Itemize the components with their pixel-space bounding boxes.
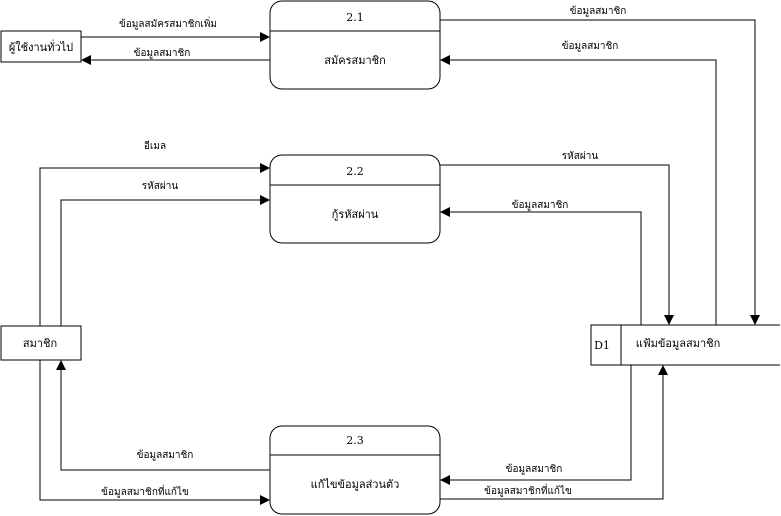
entity-general-user-label: ผู้ใช้งานทั่วไป xyxy=(9,39,73,54)
flow-member-to-p3-label: ข้อมูลสมาชิกที่แก้ไข xyxy=(101,484,189,498)
flow-user-to-p1: ข้อมูลสมัครสมาชิกเพิ่ม xyxy=(81,16,270,42)
flow-p2-to-ds: รหัสผ่าน xyxy=(440,151,674,325)
flow-p1-to-ds-label: ข้อมูลสมาชิก xyxy=(570,5,627,17)
flow-p3-to-member-label: ข้อมูลสมาชิก xyxy=(137,449,194,461)
process-2-2-id: 2.2 xyxy=(346,165,364,178)
process-2-2: 2.2 กู้รหัสผ่าน xyxy=(269,154,441,244)
entity-general-user: ผู้ใช้งานทั่วไป xyxy=(0,30,82,63)
flow-p3-to-ds: ข้อมูลสมาชิกที่แก้ไข xyxy=(440,365,668,500)
process-2-3-id: 2.3 xyxy=(346,434,364,447)
process-2-1: 2.1 สมัครสมาชิก xyxy=(269,0,441,90)
process-2-2-name: กู้รหัสผ่าน xyxy=(332,208,379,221)
process-2-3: 2.3 แก้ไขข้อมูลส่วนตัว xyxy=(269,425,441,515)
flow-p1-to-user-label: ข้อมูลสมาชิก xyxy=(134,47,191,59)
flow-p1-to-ds: ข้อมูลสมาชิก xyxy=(440,5,760,325)
flow-p2-to-ds-label: รหัสผ่าน xyxy=(562,151,599,162)
flow-ds-to-p3-label: ข้อมูลสมาชิก xyxy=(506,463,563,475)
datastore-d1-name: แฟ้มข้อมูลสมาชิก xyxy=(636,337,721,350)
process-2-1-id: 2.1 xyxy=(346,11,364,24)
flow-member-to-p2-email-label: อีเมล xyxy=(144,140,166,152)
flow-p3-to-ds-label: ข้อมูลสมาชิกที่แก้ไข xyxy=(484,483,572,497)
flow-member-to-p3: ข้อมูลสมาชิกที่แก้ไข xyxy=(39,360,270,505)
process-2-3-name: แก้ไขข้อมูลส่วนตัว xyxy=(311,478,400,491)
entity-member: สมาชิก xyxy=(0,325,82,361)
flow-member-to-p2-password-label: รหัสผ่าน xyxy=(142,181,179,192)
flow-ds-to-p1: ข้อมูลสมาชิก xyxy=(440,40,717,325)
flow-member-to-p2-email: อีเมล xyxy=(39,140,270,326)
flow-p3-to-member: ข้อมูลสมาชิก xyxy=(56,360,270,471)
flow-user-to-p1-label: ข้อมูลสมัครสมาชิกเพิ่ม xyxy=(119,16,217,30)
flow-ds-to-p1-label: ข้อมูลสมาชิก xyxy=(562,40,619,52)
datastore-d1-id: D1 xyxy=(594,339,610,352)
datastore-d1: D1 แฟ้มข้อมูลสมาชิก xyxy=(590,324,780,366)
flow-p1-to-user: ข้อมูลสมาชิก xyxy=(81,47,270,65)
flow-ds-to-p2: ข้อมูลสมาชิก xyxy=(440,199,642,325)
entity-member-label: สมาชิก xyxy=(23,337,57,350)
flow-ds-to-p3: ข้อมูลสมาชิก xyxy=(440,365,632,485)
flow-ds-to-p2-label: ข้อมูลสมาชิก xyxy=(512,199,569,211)
flow-member-to-p2-password: รหัสผ่าน xyxy=(60,181,270,326)
process-2-1-name: สมัครสมาชิก xyxy=(324,54,386,67)
